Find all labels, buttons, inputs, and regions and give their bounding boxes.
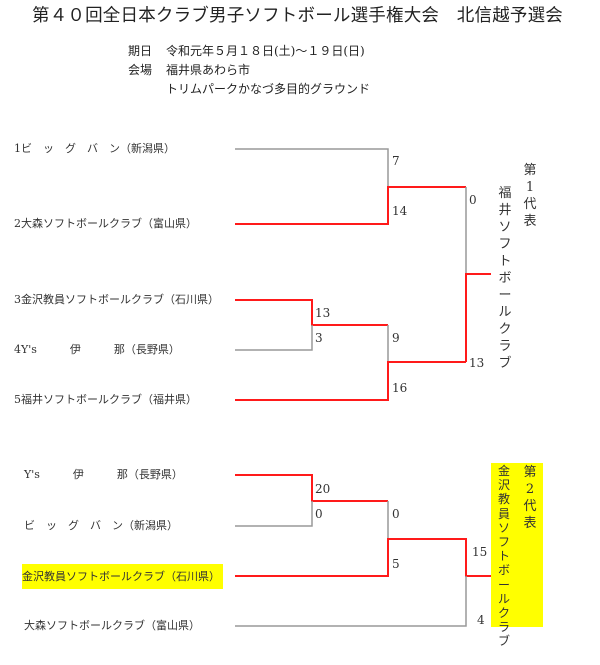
score-b2-final-bottom: 4 (477, 613, 485, 627)
score-b1-final-top: 0 (469, 193, 477, 207)
score-b1-m2-top: 13 (315, 306, 331, 320)
date-label: 期日 (128, 44, 153, 58)
bracket2-team-1: Y's 伊 那（長野県） (24, 468, 183, 481)
bracket2-winner-highlight (491, 463, 543, 627)
score-b1-m3-top: 9 (392, 331, 400, 345)
bracket1-team-5: 5福井ソフトボールクラブ（福井県） (14, 393, 197, 406)
bracket1-team-1: 1ビ ッ グ バ ン（新潟県） (14, 142, 175, 155)
score-b2-m2-bottom: 5 (392, 557, 400, 571)
bracket1-team-3: 3金沢教員ソフトボールクラブ（石川県） (14, 293, 219, 306)
venue-value: 福井県あわら市 (166, 63, 251, 77)
score-b1-final-bottom: 13 (469, 356, 485, 370)
bracket1-winner: 福井ソフトボールクラブ (498, 186, 512, 371)
bracket2-team-4: 大森ソフトボールクラブ（富山県） (24, 619, 200, 632)
bracket2-team-2: ビ ッ グ バ ン（新潟県） (24, 519, 178, 532)
score-b2-final-top: 15 (472, 545, 488, 559)
venue-label: 会場 (128, 63, 153, 77)
venue-detail: トリムパークかなづ多目的グラウンド (166, 82, 371, 96)
score-b2-m1-top: 20 (315, 482, 331, 496)
bracket2-rank: 第2代表 (523, 465, 537, 531)
score-b1-m1-bottom: 14 (392, 204, 408, 218)
bracket1-rank: 第1代表 (523, 163, 537, 229)
bracket2-winner: 金沢教員ソフトボールクラブ (497, 464, 510, 649)
bracket1-team-4: 4Y's 伊 那（長野県） (14, 343, 180, 356)
score-b2-m1-bottom: 0 (315, 507, 323, 521)
page-title: 第４０回全日本クラブ男子ソフトボール選手権大会 北信越予選会 (32, 6, 563, 26)
date-value: 令和元年５月１８日(土)～１９日(日) (166, 44, 365, 58)
score-b2-m2-top: 0 (392, 507, 400, 521)
bracket1-team-2: 2大森ソフトボールクラブ（富山県） (14, 217, 197, 230)
bracket2-team-3-highlighted: 金沢教員ソフトボールクラブ（石川県） (22, 564, 223, 589)
score-b1-m3-bottom: 16 (392, 381, 408, 395)
score-b1-m2-bottom: 3 (315, 331, 323, 345)
score-b1-m1-top: 7 (392, 154, 400, 168)
